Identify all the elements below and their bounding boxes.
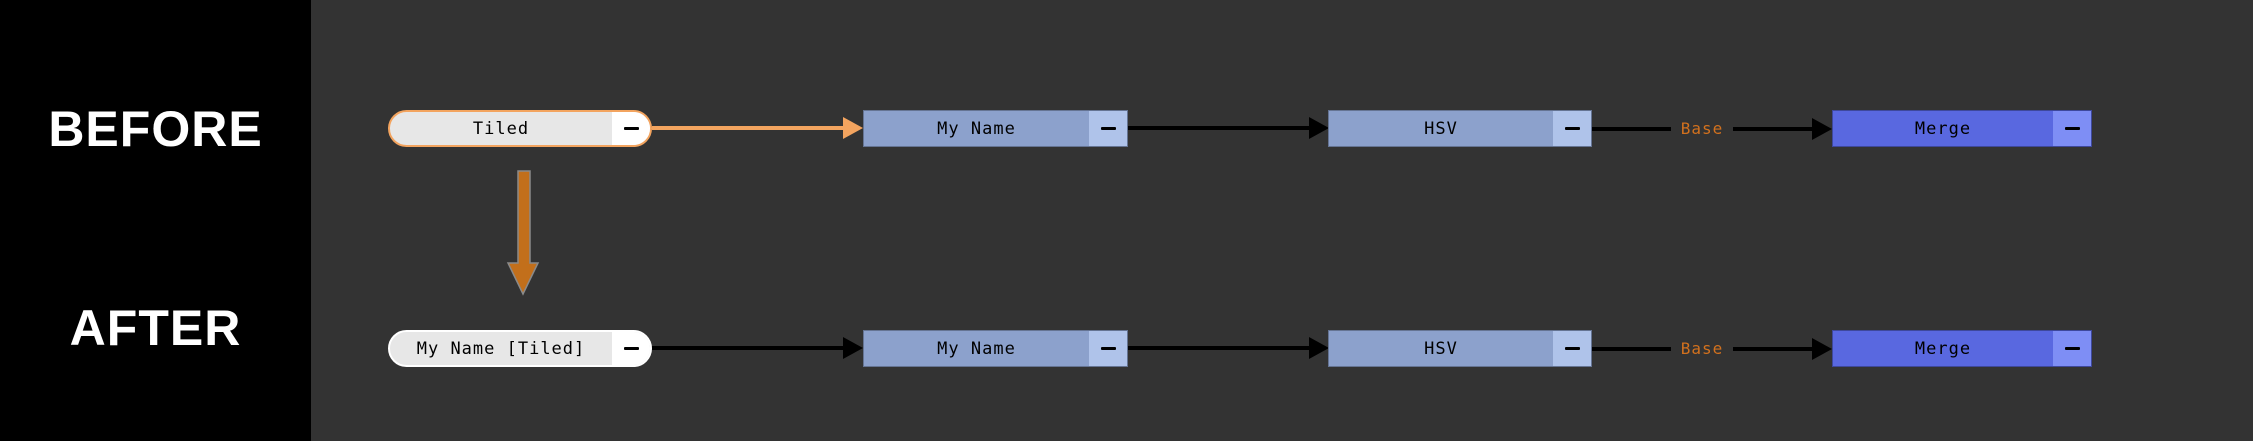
collapse-button[interactable] [612,112,650,145]
node-merge-before[interactable]: Merge [1832,110,2092,147]
node-my-name-after[interactable]: My Name [863,330,1128,367]
node-my-name-before[interactable]: My Name [863,110,1128,147]
node-merge-after[interactable]: Merge [1832,330,2092,367]
node-my-name-label: My Name [937,118,1016,139]
arrow-right-icon [843,117,863,139]
after-label: AFTER [69,300,242,356]
edge-line [1733,346,1812,351]
node-hsv-label: HSV [1424,118,1458,139]
collapse-button[interactable] [2053,331,2091,366]
minus-icon [623,347,639,350]
edge-tiled-to-myname [652,126,843,130]
node-merge-label: Merge [1914,118,1972,139]
label-sidebar: BEFORE AFTER [0,0,311,441]
arrow-right-icon [1812,117,1832,140]
node-hsv-label: HSV [1424,338,1458,359]
arrow-right-icon [1309,117,1329,139]
node-hsv-before[interactable]: HSV [1328,110,1592,147]
edge-renamed-to-myname [652,346,843,350]
node-my-name-tiled[interactable]: My Name [Tiled] [388,330,652,367]
collapse-button[interactable] [1089,111,1127,146]
arrow-down-icon [506,170,540,296]
edge-base-label: Base [1680,119,1724,138]
minus-icon [1100,127,1116,130]
node-my-name-label: My Name [937,338,1016,359]
before-label: BEFORE [48,101,263,157]
edge-line [1592,346,1671,351]
collapse-button[interactable] [2053,111,2091,146]
arrow-right-icon [1812,337,1832,360]
edge-line [1592,126,1671,131]
edge-myname-to-hsv [1128,126,1309,130]
node-tiled[interactable]: Tiled [388,110,652,147]
collapse-button[interactable] [612,332,650,365]
edge-base-label: Base [1680,339,1724,358]
node-my-name-tiled-label: My Name [Tiled] [416,338,586,359]
minus-icon [2064,127,2080,130]
edge-line [1733,126,1812,131]
node-hsv-after[interactable]: HSV [1328,330,1592,367]
collapse-button[interactable] [1553,111,1591,146]
minus-icon [1564,347,1580,350]
minus-icon [623,127,639,130]
edge-hsv-to-merge: Base [1592,330,1832,367]
node-tiled-label: Tiled [472,118,530,139]
minus-icon [2064,347,2080,350]
collapse-button[interactable] [1089,331,1127,366]
node-merge-label: Merge [1914,338,1972,359]
edge-myname-to-hsv [1128,346,1309,350]
minus-icon [1564,127,1580,130]
minus-icon [1100,347,1116,350]
arrow-right-icon [843,337,863,359]
arrow-right-icon [1309,337,1329,359]
edge-hsv-to-merge: Base [1592,110,1832,147]
collapse-button[interactable] [1553,331,1591,366]
